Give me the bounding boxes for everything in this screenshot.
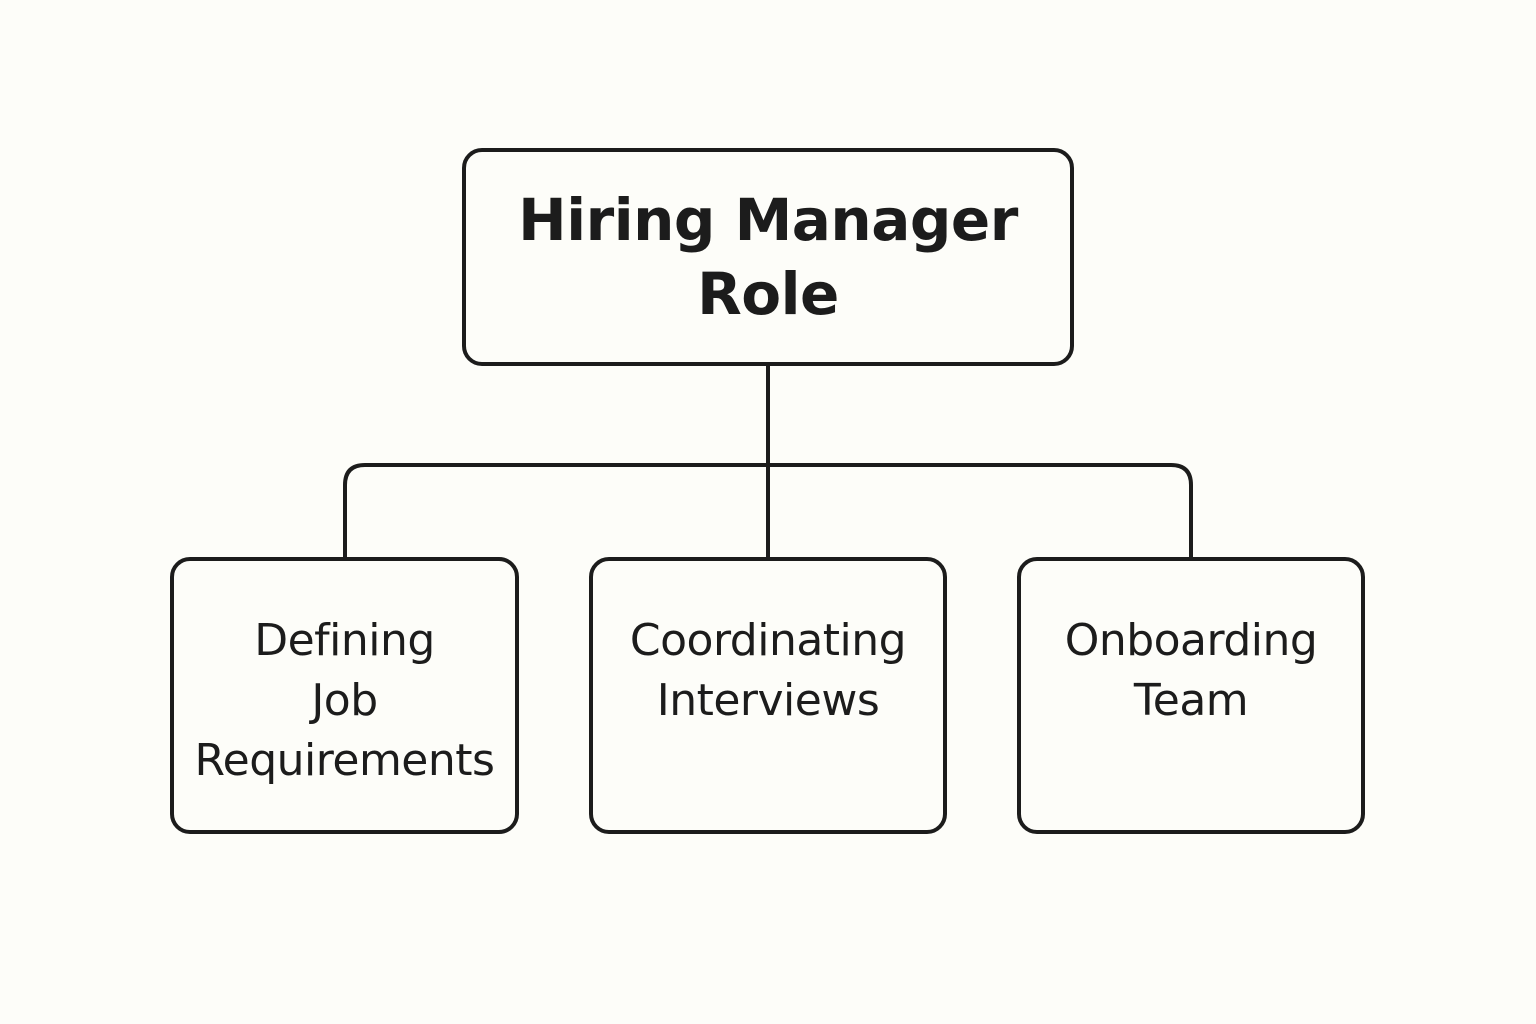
branch-connector: [343, 463, 1193, 557]
child-node-onboarding-team: Onboarding Team: [1017, 557, 1365, 834]
child-node-coordinating-interviews: Coordinating Interviews: [589, 557, 947, 834]
child-node-label: Coordinating Interviews: [629, 615, 907, 726]
root-node: Hiring Manager Role: [462, 148, 1074, 366]
root-node-label: Hiring Manager Role: [518, 186, 1018, 328]
child-node-label: Onboarding Team: [1064, 615, 1318, 726]
child-node-label: Defining Job Requirements: [194, 615, 495, 786]
child-node-defining-job-requirements: Defining Job Requirements: [170, 557, 519, 834]
